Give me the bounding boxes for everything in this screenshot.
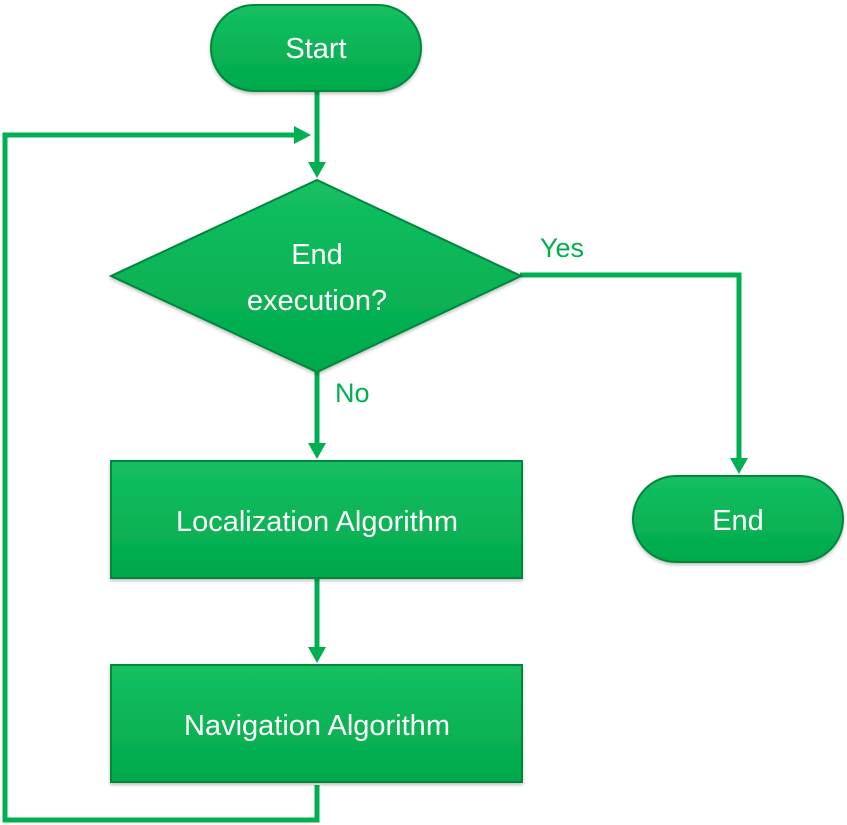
start-node — [210, 4, 422, 92]
decision-label-line1: End — [291, 239, 343, 271]
connector-yes — [520, 272, 742, 460]
decision-node — [108, 178, 524, 374]
arrowhead-decision-top — [308, 162, 326, 178]
yes-label: Yes — [540, 233, 584, 263]
no-label: No — [335, 378, 370, 408]
connectors — [2, 92, 748, 823]
navigation-label: Navigation Algorithm — [184, 710, 450, 742]
localization-node — [110, 460, 523, 579]
decision-label-line2: execution? — [247, 285, 387, 317]
navigation-node — [110, 664, 523, 783]
localization-label: Localization Algorithm — [176, 506, 458, 538]
end-node — [632, 475, 844, 563]
arrowhead-navigation — [308, 647, 326, 663]
end-label: End — [712, 505, 764, 537]
arrowhead-localization — [308, 443, 326, 459]
arrowhead-loop-back — [294, 126, 311, 144]
start-label: Start — [285, 33, 346, 65]
arrowhead-end — [730, 458, 748, 474]
connector-loop-back — [2, 132, 320, 823]
